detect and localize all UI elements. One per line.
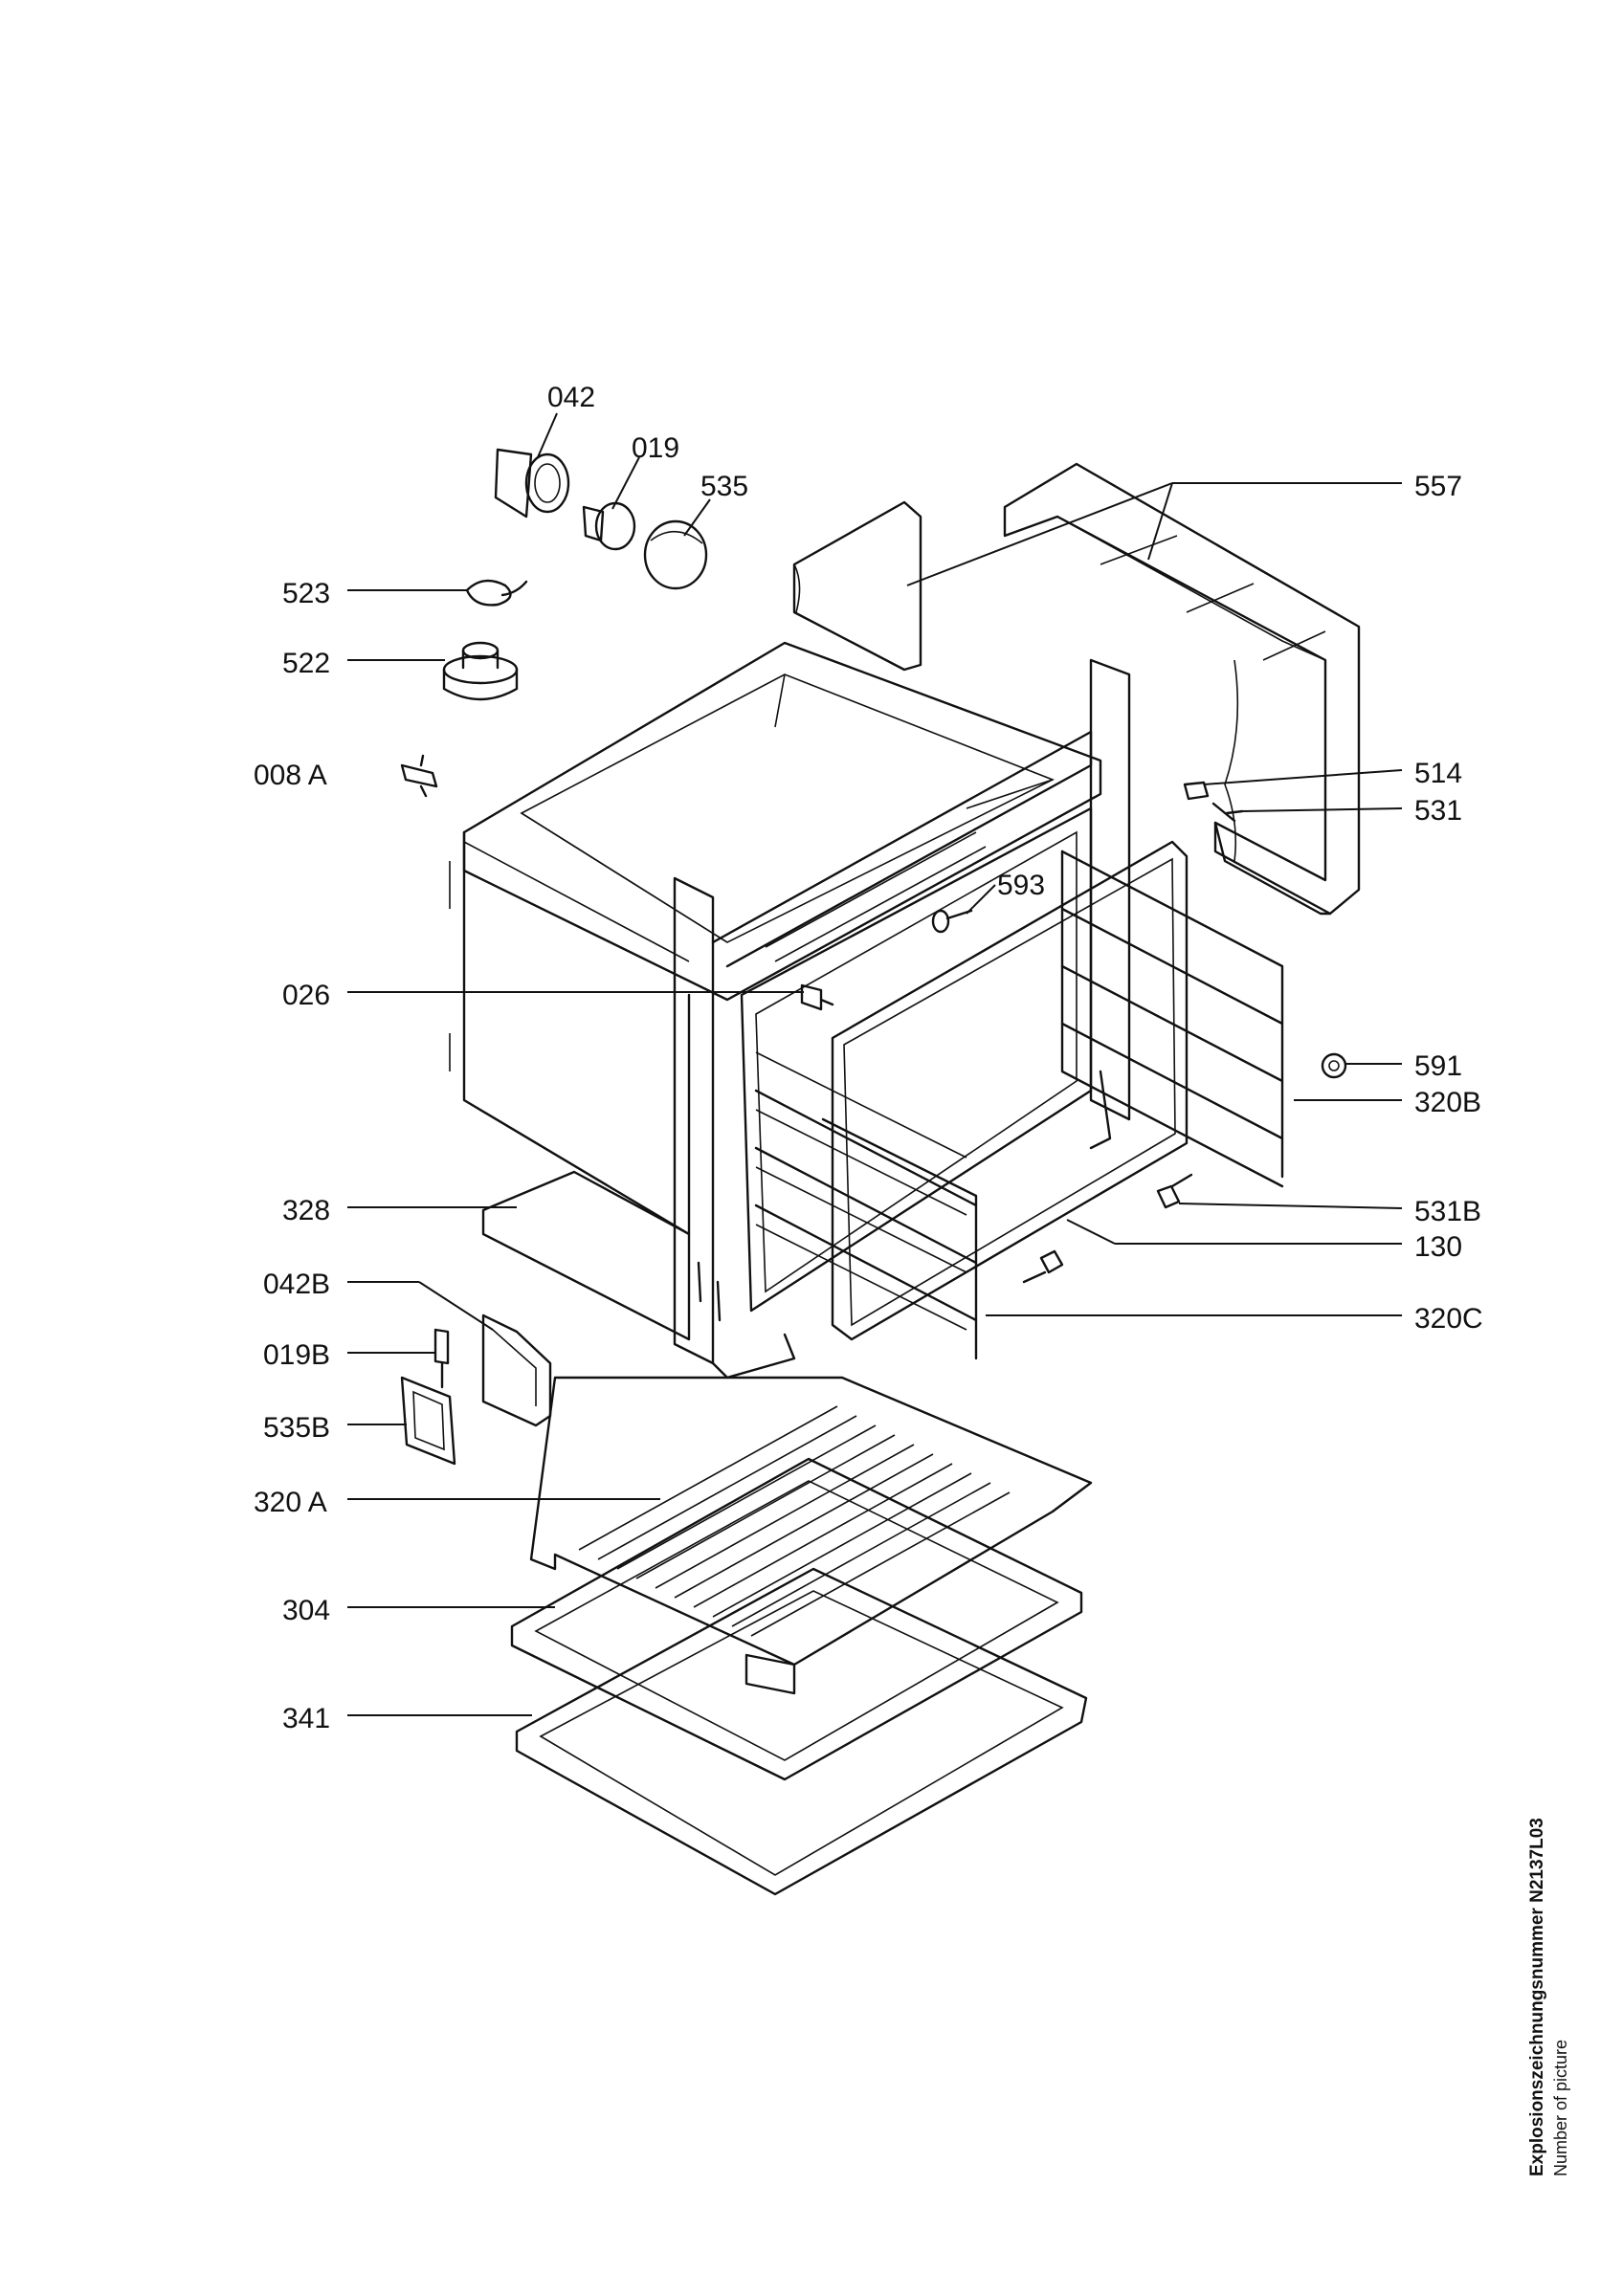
knob-522 bbox=[442, 641, 519, 701]
label-514: 514 bbox=[1414, 758, 1462, 789]
label-341: 341 bbox=[282, 1703, 330, 1734]
side-rack-320c bbox=[754, 1089, 978, 1360]
part-labels: 042 019 535 557 523 522 008 A 514 531 59… bbox=[254, 382, 1483, 1734]
label-557: 557 bbox=[1414, 471, 1462, 502]
lamp-bulb-019 bbox=[582, 501, 636, 551]
label-026: 026 bbox=[282, 980, 330, 1011]
label-531b: 531B bbox=[1414, 1196, 1481, 1227]
label-019: 019 bbox=[632, 432, 679, 464]
label-008a: 008 A bbox=[254, 760, 327, 791]
oven-parts-drawing bbox=[400, 448, 1361, 1896]
label-130: 130 bbox=[1414, 1231, 1462, 1263]
label-535b: 535B bbox=[263, 1412, 330, 1444]
bracket-026 bbox=[800, 983, 834, 1011]
drawing-number-footer: Explosionszeichnungsnummer N2137L03 Numb… bbox=[1527, 1818, 1570, 2176]
number-of-picture: Number of picture bbox=[1551, 2040, 1570, 2176]
label-320b: 320B bbox=[1414, 1087, 1481, 1118]
oven-seal-130 bbox=[831, 840, 1189, 1341]
side-lamp-assembly bbox=[400, 1314, 552, 1466]
label-593: 593 bbox=[997, 870, 1045, 901]
label-304: 304 bbox=[282, 1595, 330, 1626]
drawing-number: Explosionszeichnungsnummer N2137L03 bbox=[1527, 1818, 1547, 2176]
lamp-socket-042 bbox=[494, 448, 570, 519]
side-rack-320b bbox=[1060, 850, 1284, 1188]
lamp-cover-535 bbox=[643, 519, 708, 590]
leader-lines bbox=[347, 412, 1403, 1716]
label-531: 531 bbox=[1414, 795, 1462, 827]
label-042: 042 bbox=[547, 382, 595, 413]
label-535: 535 bbox=[700, 471, 748, 502]
oven-cavity-housing bbox=[449, 641, 1131, 1380]
baking-tray-304 bbox=[510, 1457, 1083, 1781]
spring-clip-523 bbox=[465, 579, 528, 607]
label-328: 328 bbox=[282, 1195, 330, 1226]
label-523: 523 bbox=[282, 578, 330, 609]
label-522: 522 bbox=[282, 648, 330, 679]
drip-pan-341 bbox=[515, 1567, 1088, 1896]
fasteners-591-531b bbox=[1022, 1052, 1347, 1284]
grid-shelf-320a bbox=[529, 1376, 1093, 1695]
switch-008a bbox=[400, 754, 438, 798]
label-320c: 320C bbox=[1414, 1303, 1483, 1335]
label-320a: 320 A bbox=[254, 1487, 327, 1518]
label-042b: 042B bbox=[263, 1269, 330, 1300]
insulation-mat-557 bbox=[1003, 462, 1361, 916]
screw-parts bbox=[931, 781, 1244, 934]
label-019b: 019B bbox=[263, 1339, 330, 1371]
label-591: 591 bbox=[1414, 1050, 1462, 1082]
insulation-panel-557 bbox=[792, 500, 922, 672]
